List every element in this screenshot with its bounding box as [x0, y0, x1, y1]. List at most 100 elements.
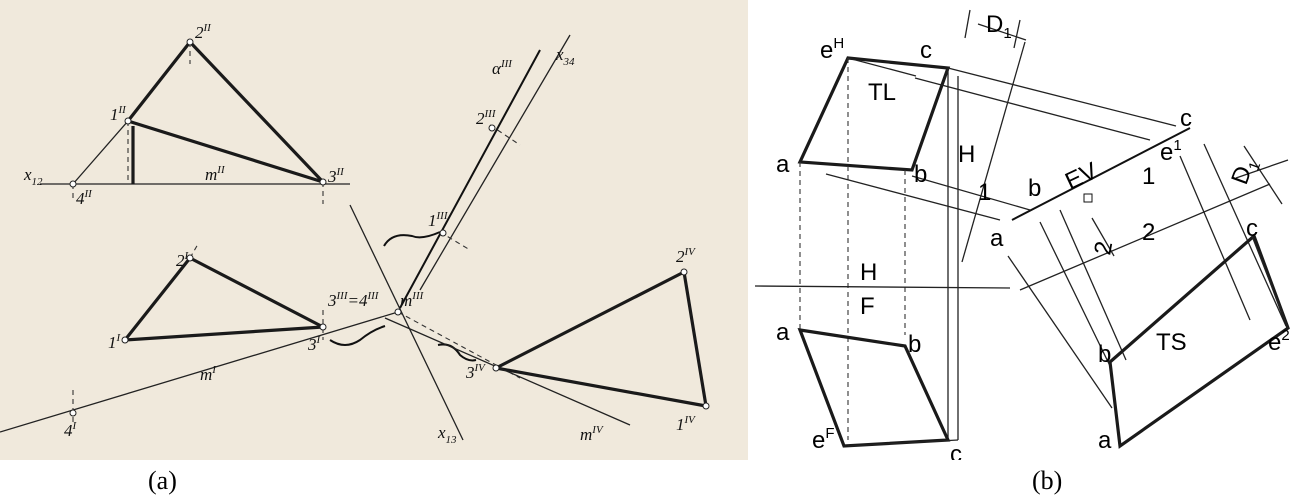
top-view-tl-line	[847, 57, 917, 77]
edge-1-2-II	[126, 41, 192, 122]
edge-1-3-II	[127, 119, 324, 184]
edge-3-1-IV	[495, 366, 707, 408]
label-alpha-III: αIII	[492, 58, 513, 78]
point-4-II	[69, 180, 77, 188]
label-hf-h: H	[860, 259, 877, 286]
proj-a-aux	[825, 173, 1001, 221]
caption-a: (a)	[148, 466, 177, 495]
proj-1-III	[439, 231, 471, 251]
dim-d1-tick-2	[1013, 19, 1021, 49]
label-b-front: b	[908, 331, 921, 358]
label-a-front: a	[776, 319, 790, 346]
front-view-edge	[847, 439, 959, 447]
label-fold-2: 2	[1142, 219, 1155, 246]
label-e-f: eF	[812, 425, 835, 454]
dim-d1-right-tick	[1243, 145, 1283, 205]
fold-line-hf	[754, 285, 1011, 289]
point-2-IV	[680, 268, 688, 276]
label-1-IV: 1IV	[676, 414, 696, 434]
label-2-I: 2I	[176, 250, 190, 270]
line-m-I	[0, 311, 399, 433]
line-m-II	[72, 120, 129, 185]
proj-a-ts	[1059, 209, 1127, 361]
proj-b-aux	[911, 175, 1031, 211]
label-c-top: c	[920, 37, 932, 64]
label-d1: D1	[986, 11, 1012, 42]
brace-lower	[329, 325, 386, 346]
point-2-II	[186, 38, 194, 46]
label-2-III: 2III	[476, 108, 497, 128]
ts-diag	[1251, 235, 1289, 329]
label-e2: e2	[1268, 327, 1290, 356]
label-m-IV: mIV	[580, 424, 604, 444]
proj-b-ts	[1039, 221, 1113, 371]
label-fold-1: 1	[1142, 163, 1155, 190]
label-a-aux: a	[1098, 427, 1112, 454]
point-1-II	[124, 117, 132, 125]
axis-x13	[349, 204, 464, 441]
line-alpha-III	[399, 49, 541, 309]
point-3-I	[319, 323, 327, 331]
edge-2-3-II	[188, 40, 325, 184]
label-4-II: 4II	[76, 188, 93, 208]
proj-c-ts	[1179, 155, 1251, 321]
label-e1: e1	[1160, 137, 1182, 166]
caption-b: (b)	[1032, 466, 1063, 495]
ev-arrow	[1091, 217, 1115, 257]
point-4-I	[69, 409, 77, 417]
axis-x34	[419, 34, 571, 291]
label-4-I: 4I	[64, 420, 78, 440]
point-3-IV	[492, 364, 500, 372]
label-3-4-III: 3III=4III	[327, 290, 380, 310]
label-2-IV: 2IV	[676, 246, 696, 266]
label-2-small: 2	[1089, 239, 1118, 257]
edge-2-1-IV	[682, 271, 708, 407]
label-h1-1: 1	[978, 179, 991, 206]
fold-line-h1	[961, 41, 1026, 263]
label-3-IV: 3IV	[465, 362, 486, 382]
proj-e-ts	[1203, 143, 1287, 327]
point-2-I	[186, 254, 194, 262]
label-c-front: c	[950, 441, 962, 460]
true-shape-parallelogram	[1108, 233, 1290, 449]
label-m-II: mII	[205, 164, 226, 184]
label-tl: TL	[868, 79, 896, 106]
label-m-I: mI	[200, 364, 217, 384]
point-1-III	[439, 229, 447, 237]
point-3-II	[319, 178, 327, 186]
panel-a-paper	[0, 0, 748, 460]
label-x34: x34	[555, 45, 575, 68]
point-1-IV	[702, 402, 710, 410]
label-hf-f: F	[860, 293, 875, 320]
label-m-III: mIII	[400, 290, 425, 310]
label-b-mid: b	[1028, 175, 1041, 202]
label-3-I: 3I	[307, 334, 322, 354]
label-c-mid: c	[1180, 105, 1192, 132]
top-view-parallelogram	[797, 56, 951, 172]
ev-right-angle	[1083, 193, 1093, 203]
label-x12: x12	[23, 165, 43, 188]
edge-1-2-I	[123, 257, 192, 341]
fold-line-12	[1019, 183, 1271, 291]
label-ts: TS	[1156, 329, 1187, 356]
edge-3-2-IV	[495, 270, 685, 370]
label-1-III: 1III	[428, 210, 449, 230]
dim-d1-right-line	[1235, 159, 1289, 179]
dim-d1-line	[977, 23, 1027, 41]
label-3-II: 3II	[327, 166, 345, 186]
label-a-mid: a	[990, 225, 1004, 252]
panel-b: eH c TL D1 a b H 1 c e1 b a EV 1 2 2 D1 …	[754, 9, 1290, 468]
point-3-4-III	[394, 308, 402, 316]
edge-2-3-I	[189, 256, 324, 329]
label-x13: x13	[437, 423, 457, 446]
proj-e-aux	[914, 77, 1151, 141]
panel-a: 2II 1II 3II 4II x12 mII 2I 1I 3I 4I mI α…	[0, 0, 748, 460]
label-ev: EV	[1061, 157, 1101, 195]
proj-2-III	[489, 124, 521, 146]
figure-svg: 2II 1II 3II 4II x12 mII 2I 1I 3I 4I mI α…	[0, 0, 1290, 468]
proj-c-aux	[947, 67, 1177, 127]
brace-upper	[383, 231, 441, 247]
label-e-h: eH	[820, 35, 844, 64]
label-d1-right: D1	[1226, 155, 1264, 190]
